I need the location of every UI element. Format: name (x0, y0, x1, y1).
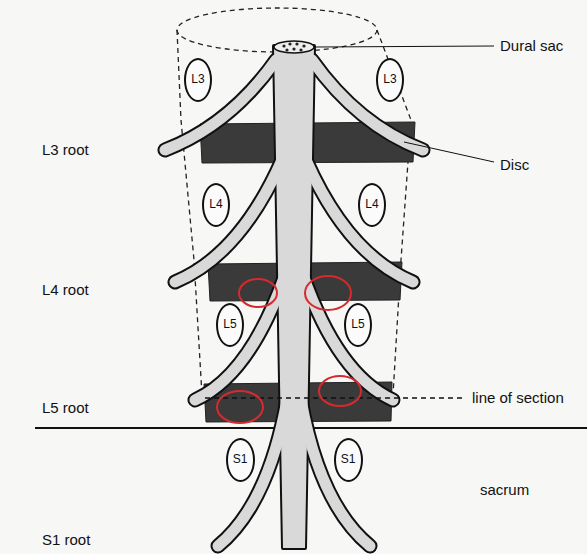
rootlet-dot (288, 42, 291, 45)
vertebra-level: L3 (383, 73, 396, 86)
nerve-root (195, 275, 285, 400)
rootlet-dot (299, 48, 302, 51)
part-label: L5 root (40, 399, 91, 416)
part-label: line of section (470, 389, 566, 406)
part-label: Dural sac (498, 37, 565, 54)
nerve-root (175, 160, 282, 282)
leader-line (316, 46, 494, 47)
highlight-ellipse (217, 391, 263, 423)
part-label: L3 root (40, 141, 91, 158)
section-line (205, 397, 466, 398)
canal-outline (177, 8, 377, 52)
dural-sac-top (274, 41, 314, 53)
nerve-root (195, 275, 285, 400)
vertebra-level: S1 (233, 453, 248, 466)
pedicle-ellipse: S1 (334, 438, 363, 482)
part-label: L4 root (40, 281, 91, 298)
pedicle-ellipse: L3 (184, 58, 212, 102)
nerve-root (303, 275, 393, 400)
part-label: sacrum (478, 481, 531, 498)
rootlet-dot (295, 42, 298, 45)
nerve-root (306, 160, 413, 282)
nerve-root (306, 160, 413, 282)
rootlet-dot (292, 47, 295, 50)
nerve-root (165, 60, 276, 150)
nerve-root (312, 60, 423, 150)
vertebra-level: L5 (351, 318, 364, 331)
vertebra-level: L4 (209, 198, 222, 211)
highlight-ellipse (305, 276, 351, 310)
part-label: Disc (498, 156, 531, 173)
highlight-ellipse (239, 279, 277, 307)
nerve-root (303, 275, 393, 400)
pedicle-ellipse: L3 (376, 58, 404, 102)
rootlet-dot (302, 44, 305, 47)
vertebra-level: S1 (341, 453, 356, 466)
dural-sac (274, 46, 314, 548)
nerve-root (301, 400, 370, 546)
pedicle-ellipse: L4 (202, 183, 230, 227)
part-label: S1 root (40, 531, 92, 548)
nerve-root (175, 160, 282, 282)
nerve-root (301, 400, 370, 546)
rootlet-dot (285, 48, 288, 51)
dural-sac (274, 46, 314, 548)
vertebra-level: L3 (191, 73, 204, 86)
pedicle-ellipse: L5 (216, 303, 244, 347)
pedicle-ellipse: S1 (226, 438, 255, 482)
pedicle-ellipse: L4 (358, 183, 386, 227)
leader-line (404, 142, 494, 162)
pedicle-ellipse: L5 (344, 303, 372, 347)
vertebra-level: L5 (223, 318, 236, 331)
vertebra-level: L4 (365, 198, 378, 211)
nerve-root (165, 60, 276, 150)
rootlet-dot (282, 44, 285, 47)
nerve-root (312, 60, 423, 150)
highlight-ellipse (319, 376, 361, 406)
